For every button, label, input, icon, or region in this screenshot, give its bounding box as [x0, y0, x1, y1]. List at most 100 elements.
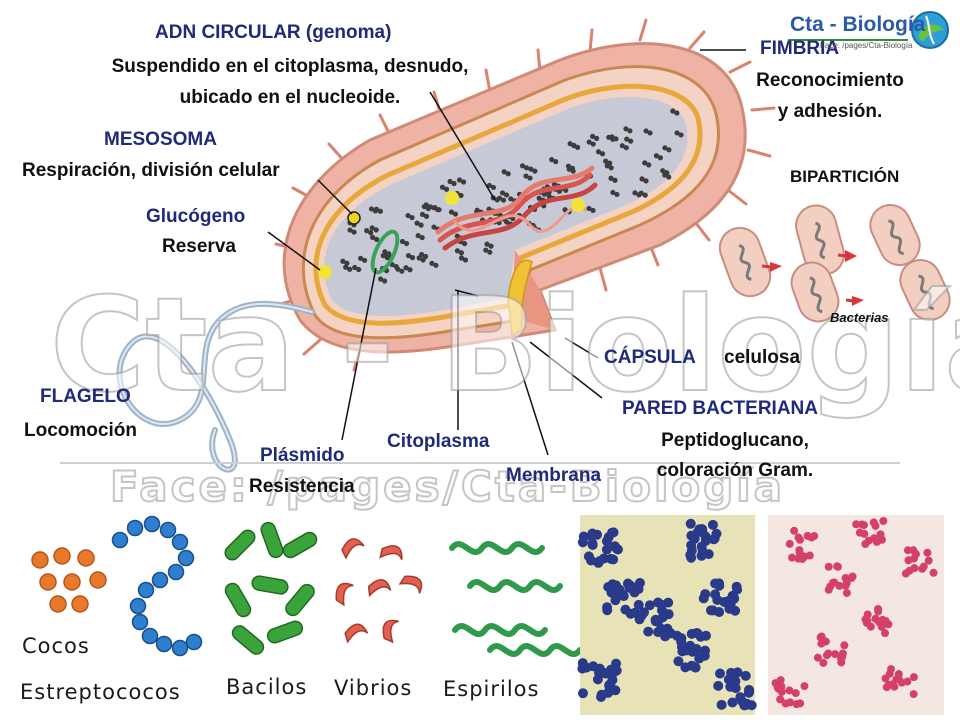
- fission-dna: [809, 276, 823, 314]
- gram-negative-cell: [824, 562, 833, 571]
- gram-positive-cell: [586, 555, 597, 566]
- ribosome: [503, 192, 510, 198]
- gram-negative-cell: [924, 556, 933, 565]
- ribosome: [456, 177, 463, 183]
- glycogen-granule: [571, 198, 585, 212]
- ribosome: [566, 166, 572, 172]
- binary-fission-diagram: [718, 204, 951, 323]
- ribosome: [454, 248, 460, 254]
- bacteria-shapes: [31, 515, 583, 657]
- mesosome: [347, 211, 361, 225]
- ribosome: [399, 238, 406, 245]
- ribosome: [647, 130, 653, 136]
- gram-negative-cell: [875, 618, 884, 627]
- ribosome: [352, 264, 358, 271]
- gram-negative-cell: [905, 566, 914, 575]
- ribosome: [414, 220, 420, 226]
- gram-negative-cell: [795, 546, 804, 555]
- flagellum-desc: Locomoción: [24, 420, 137, 441]
- gram-positive-cell: [634, 577, 645, 588]
- fission-dna: [814, 221, 826, 260]
- ribosome: [483, 247, 489, 253]
- gram-negative-cell: [785, 539, 794, 548]
- ribosome: [528, 166, 534, 172]
- gram-positive-cell: [644, 600, 655, 611]
- dna-desc-line1: Suspendido en el citoplasma, desnudo,: [111, 56, 469, 77]
- gram-negative-cell: [929, 568, 938, 577]
- coccus: [63, 573, 81, 591]
- gram-positive-cell: [729, 670, 740, 681]
- brand-logo: [788, 11, 949, 49]
- gram-positive-cell: [601, 544, 612, 555]
- fimbria: [302, 338, 322, 356]
- ribosome: [399, 268, 405, 274]
- ribosome: [643, 128, 649, 134]
- streptococcus-cell: [126, 519, 144, 537]
- cell-membrane: [313, 83, 703, 326]
- gram-positive-cell: [676, 637, 687, 648]
- gram-positive-cell: [610, 595, 621, 606]
- gram-negative-cell: [813, 653, 822, 662]
- gram-negative-cell: [909, 690, 918, 699]
- fission-dna: [738, 244, 752, 281]
- ribosome: [674, 110, 680, 116]
- gram-negative-cell: [860, 529, 869, 538]
- mesosome-desc: Respiración, división celular: [22, 160, 280, 181]
- ribosome: [431, 224, 437, 230]
- ribosome: [643, 178, 649, 184]
- ribosome: [523, 173, 529, 179]
- ribosome: [660, 168, 666, 174]
- gram-positive-cell: [723, 598, 734, 609]
- gram-negative-cell: [881, 629, 890, 638]
- vibrio: [379, 545, 403, 560]
- flagellum-title: FLAGELO: [40, 386, 131, 407]
- gram-positive-cell: [603, 532, 614, 543]
- ribosome: [632, 190, 638, 196]
- fission-dna: [918, 274, 935, 311]
- gram-negative-cell: [866, 622, 875, 631]
- fimbria-description: Reconocimiento y adhesión.: [735, 70, 925, 123]
- ribosome: [549, 157, 555, 163]
- gram-positive-cell: [577, 537, 588, 548]
- ribosome: [595, 149, 602, 155]
- bacillus: [260, 521, 284, 559]
- ribosome: [666, 174, 672, 180]
- gram-positive-cell: [705, 605, 716, 616]
- brand-subtitle: Face: /pages/Cta-Biología: [820, 41, 913, 50]
- bacillus: [266, 620, 304, 644]
- bacillus: [285, 583, 315, 617]
- brand-title: Cta - Biología: [790, 13, 926, 36]
- ribosome: [488, 243, 494, 249]
- ribosome: [405, 253, 412, 259]
- ribosome: [460, 179, 467, 185]
- ribosome: [347, 227, 353, 233]
- gram-positive-cell: [577, 688, 588, 699]
- bacillus: [224, 582, 252, 618]
- ribosome: [570, 168, 576, 174]
- ribosome: [508, 196, 514, 202]
- gram-positive-cell: [685, 549, 696, 560]
- nucleoid-dna: [435, 165, 598, 251]
- gram-positive-cell: [700, 535, 711, 546]
- cocos-caption: Cocos: [22, 634, 90, 658]
- fimbria: [726, 188, 748, 206]
- streptococcus-cell: [137, 581, 155, 599]
- capsule-title: CÁPSULA: [604, 347, 696, 368]
- capsule-desc: celulosa: [724, 347, 801, 368]
- gram-negative-cell: [819, 658, 828, 667]
- ribosome: [364, 228, 370, 234]
- gram-positive-cell: [629, 587, 640, 598]
- ribosome: [419, 251, 425, 258]
- ribosome: [431, 205, 437, 211]
- cell-wall-desc-line2: coloración Gram.: [656, 460, 814, 481]
- gram-positive-cell: [707, 519, 718, 530]
- fission-cell: [899, 259, 951, 321]
- ribosome: [357, 255, 364, 261]
- streptococcus-cell: [111, 531, 129, 549]
- ribosome: [381, 278, 388, 284]
- gram-positive-cell: [608, 667, 619, 678]
- vibrio-caption: Vibrios: [334, 676, 413, 700]
- gram-positive-cell: [727, 697, 738, 708]
- ribosome: [608, 165, 614, 171]
- ribosome: [372, 208, 379, 214]
